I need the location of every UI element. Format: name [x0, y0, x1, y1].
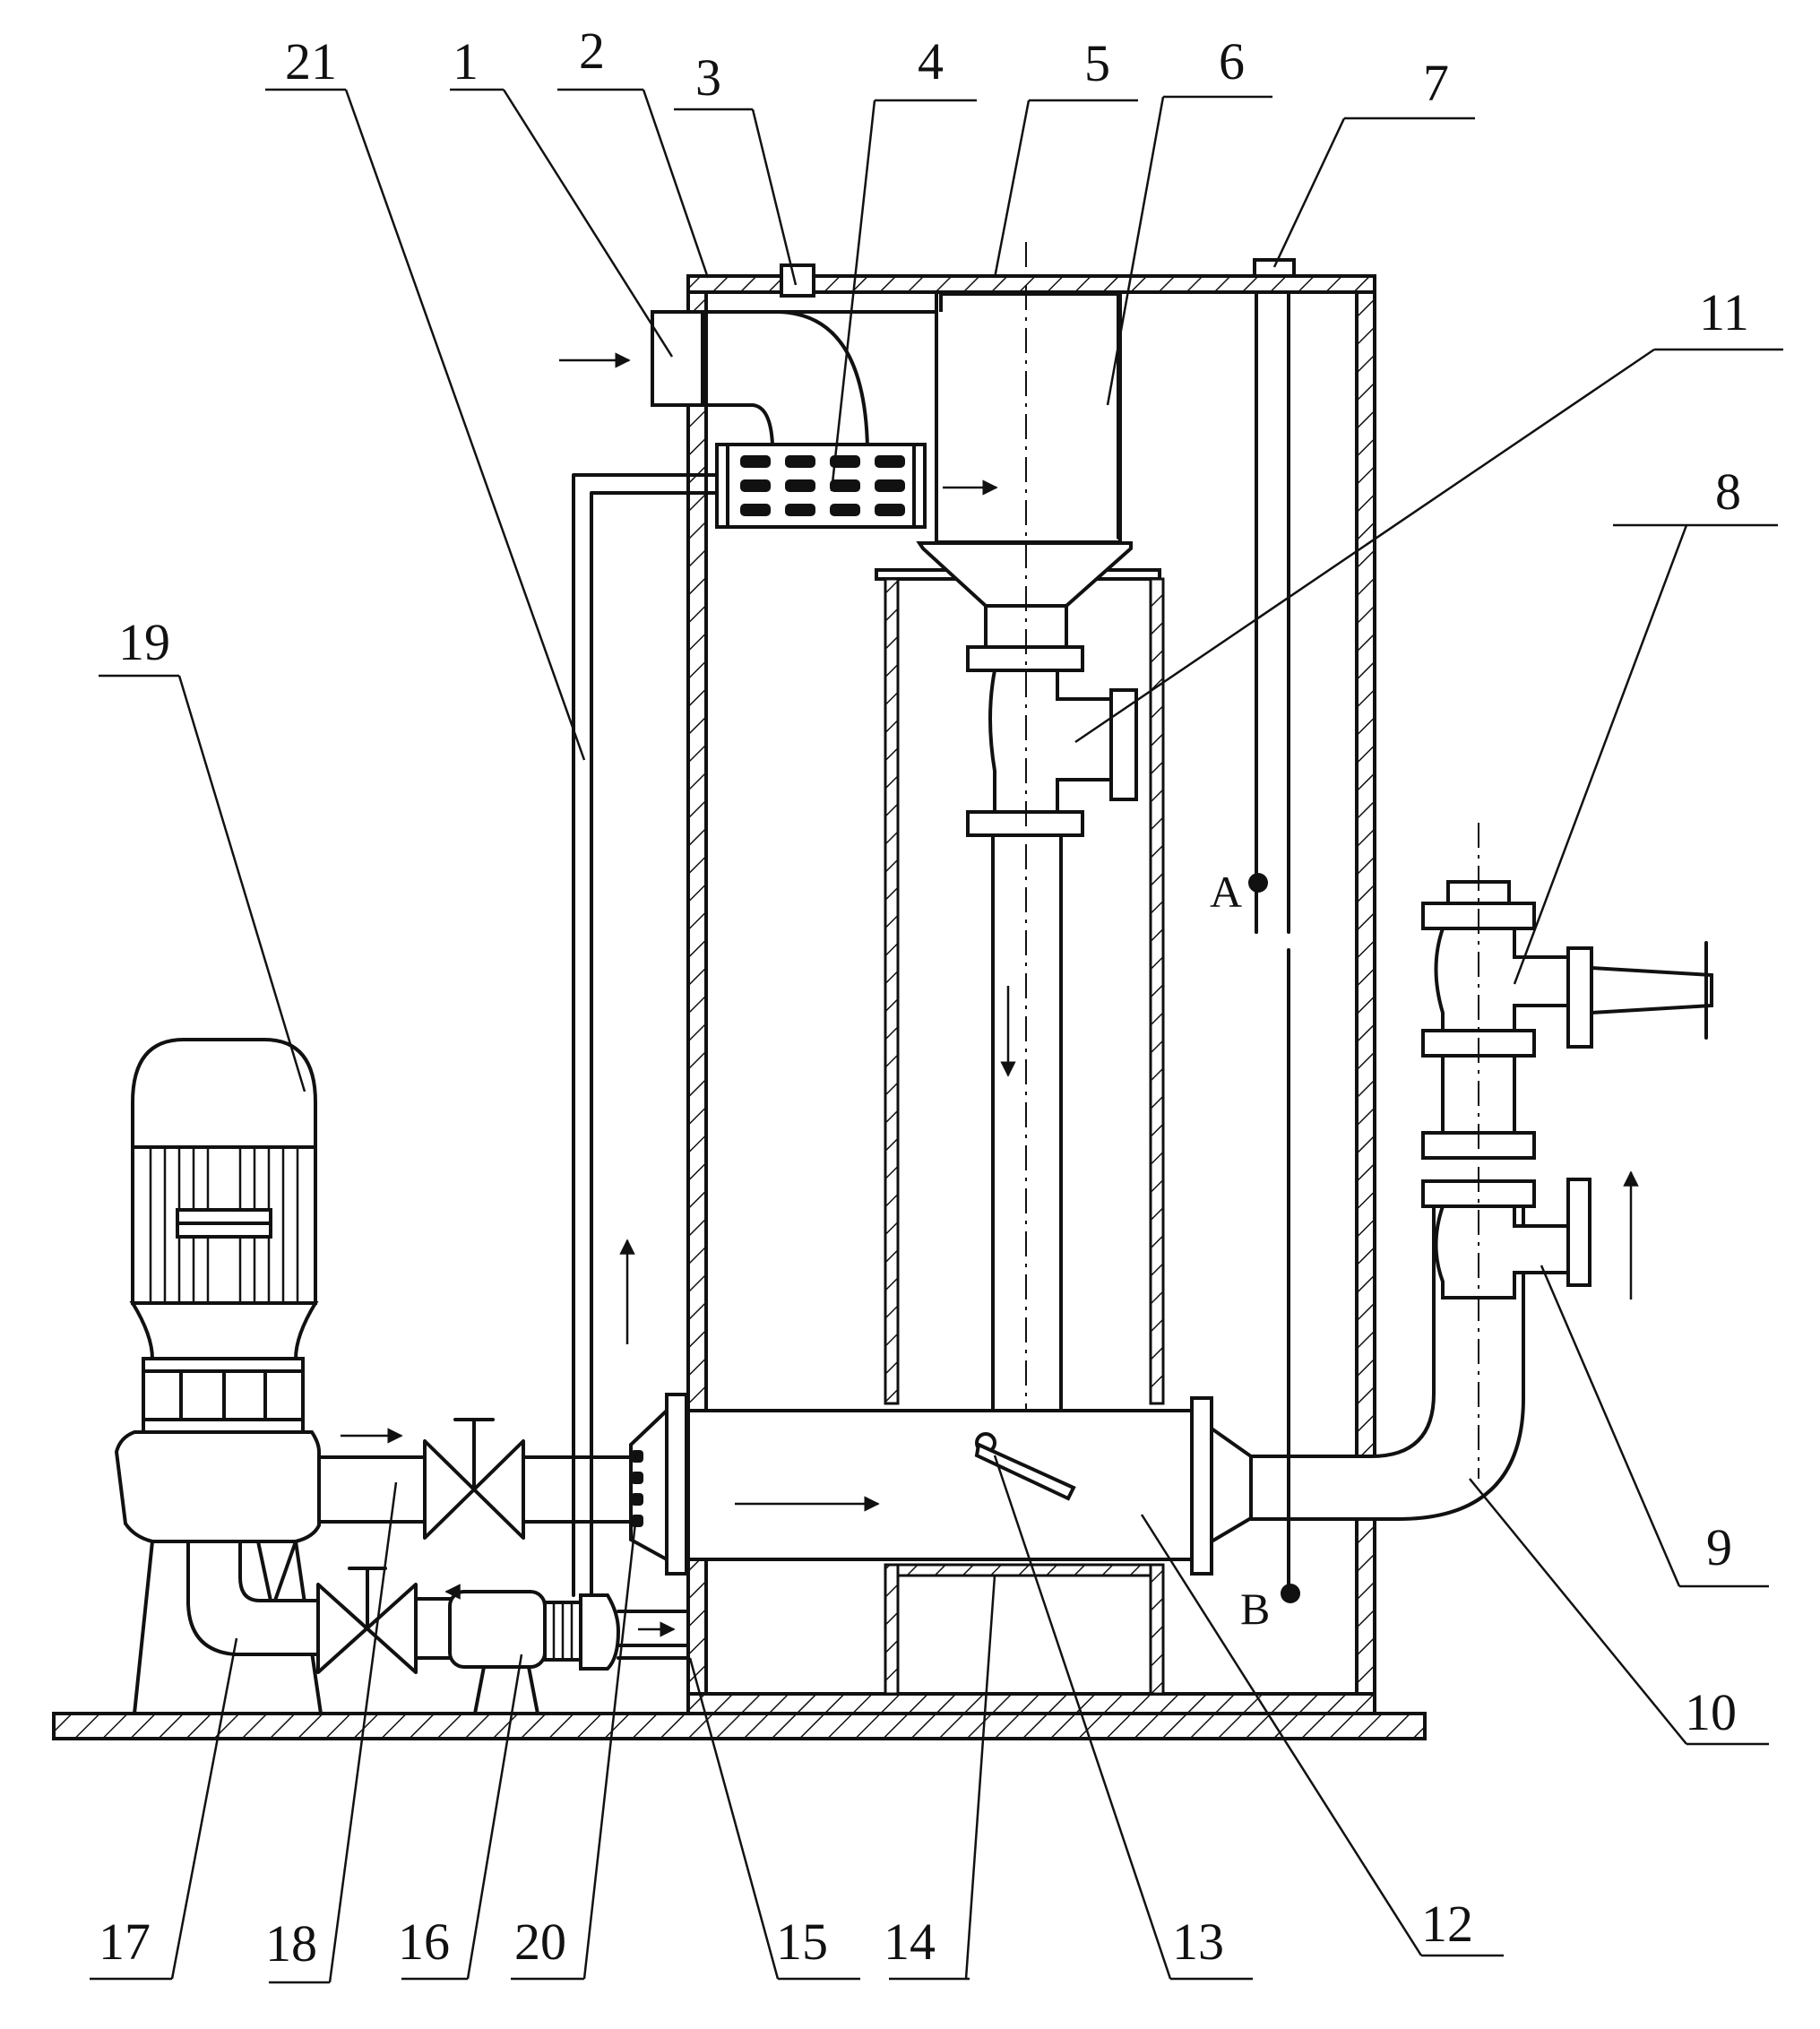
outlet-riser: [1249, 823, 1713, 1521]
top-port-7: [1253, 258, 1296, 278]
flow-arrows: [341, 352, 1639, 1637]
inner-cylinder: [875, 568, 1165, 1696]
label-17: 17: [99, 1912, 151, 1971]
inlet-elbow: [651, 292, 1122, 544]
filter-4: [715, 443, 927, 529]
pump-body: [114, 1430, 323, 1715]
label-10: 10: [1685, 1683, 1737, 1741]
leader-lines: [90, 88, 1783, 1984]
label-11: 11: [1699, 283, 1749, 341]
label-2: 2: [579, 22, 605, 80]
label-16: 16: [398, 1912, 450, 1971]
tank-shell: [686, 274, 1376, 1715]
return-pipe-21: [572, 473, 690, 1597]
label-15: 15: [776, 1912, 828, 1971]
label-7: 7: [1423, 54, 1449, 112]
tee-11: [966, 645, 1138, 837]
label-8: 8: [1715, 462, 1741, 521]
label-3: 3: [695, 48, 721, 107]
base-plate: [52, 1712, 1427, 1740]
label-21: 21: [285, 32, 337, 91]
label-14: 14: [884, 1912, 936, 1971]
label-12: 12: [1421, 1895, 1473, 1953]
top-port-3: [780, 263, 815, 298]
point-a-dot: [1248, 873, 1268, 893]
flap-valve-13: [974, 1432, 1076, 1501]
label-6: 6: [1219, 32, 1245, 91]
main-tube-12: [629, 1393, 1253, 1576]
label-20: 20: [514, 1912, 566, 1971]
motor-19: [129, 1038, 319, 1434]
label-4: 4: [918, 32, 944, 91]
part-labels: 21 1 2 3 4 5 6 7 11 8 19 9 10 12 13 14 1…: [99, 22, 1749, 1973]
label-5: 5: [1084, 34, 1110, 92]
label-9: 9: [1706, 1518, 1732, 1576]
discharge-pipe-18: [317, 1418, 633, 1540]
label-13: 13: [1172, 1912, 1224, 1971]
point-b-label: B: [1240, 1584, 1270, 1634]
label-18: 18: [265, 1914, 317, 1973]
point-a-label: A: [1210, 867, 1242, 917]
label-19: 19: [118, 613, 170, 671]
point-b-dot: [1281, 1584, 1300, 1603]
label-1: 1: [453, 32, 479, 91]
suction-pipe-17: [186, 1540, 453, 1674]
small-pump-16: [448, 1590, 690, 1715]
